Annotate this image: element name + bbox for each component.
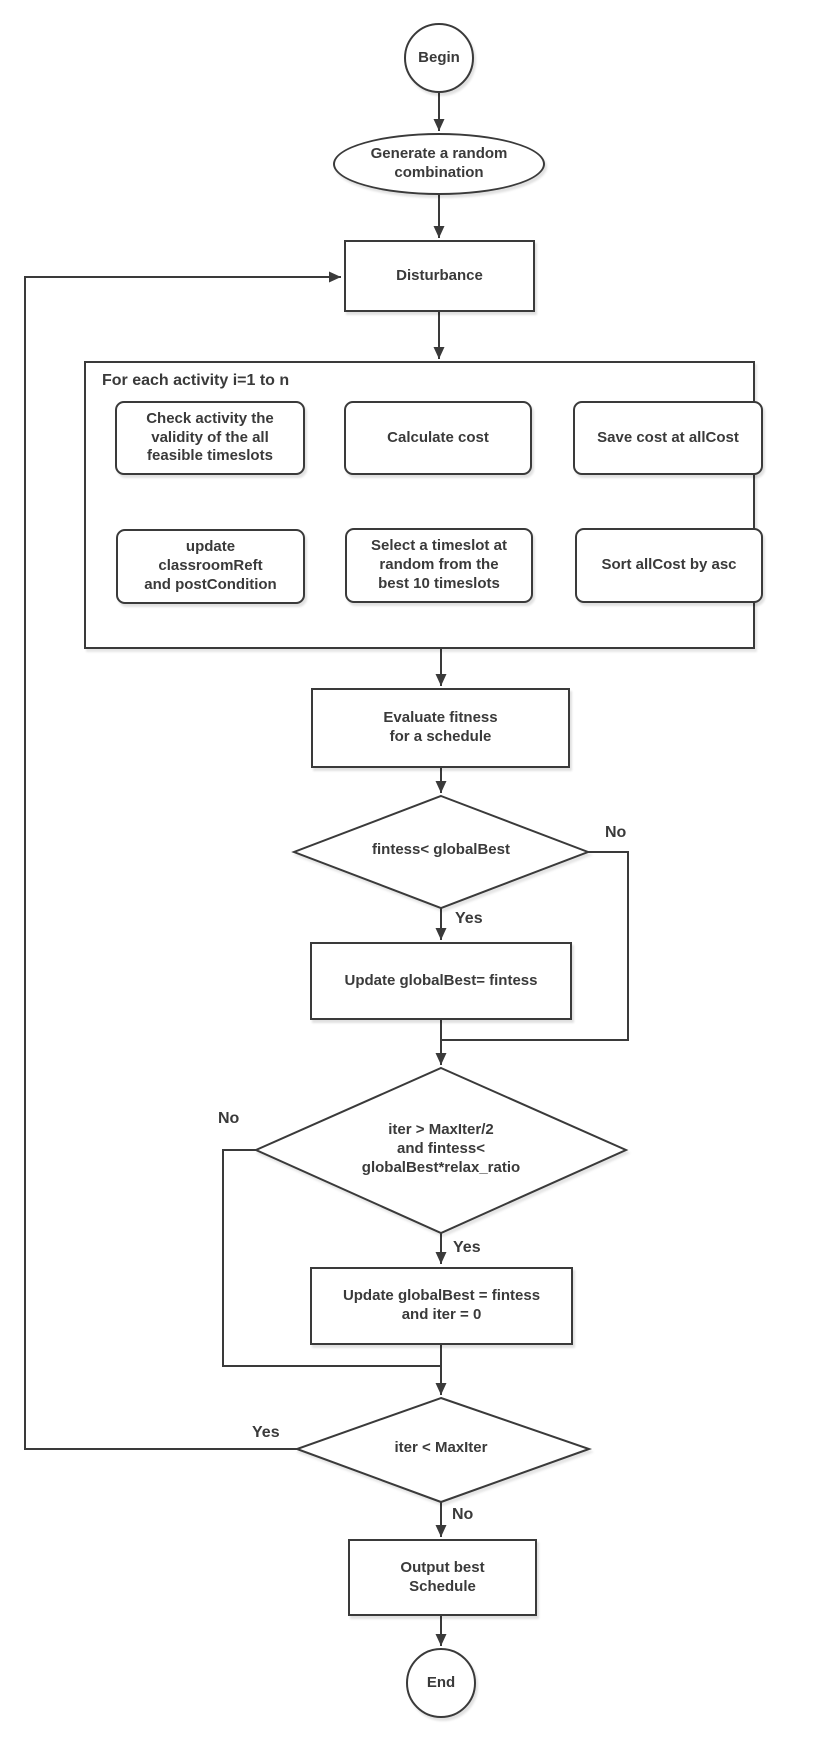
- check-validity-node: Check activity the validity of the all f…: [115, 401, 305, 475]
- fitness-yes-label: Yes: [455, 910, 483, 927]
- update-classroom-node: update classroomReft and postCondition: [116, 529, 305, 604]
- relax-decision-diamond: [253, 1066, 629, 1235]
- relax-yes-label: Yes: [453, 1239, 481, 1256]
- connector-fitnesscheck-no: [442, 851, 629, 1041]
- evaluate-fitness-node: Evaluate fitness for a schedule: [311, 688, 570, 768]
- connector-itercheck-yes-loop: [24, 271, 341, 1450]
- fitness-no-label: No: [605, 824, 627, 841]
- select-timeslot-node: Select a timeslot at random from the bes…: [345, 528, 533, 603]
- disturbance-node: Disturbance: [344, 240, 535, 312]
- relax-no-label: No: [218, 1110, 240, 1127]
- update-globalbest-node: Update globalBest= fintess: [310, 942, 572, 1020]
- sort-allcost-node: Sort allCost by asc: [575, 528, 763, 603]
- calculate-cost-node: Calculate cost: [344, 401, 532, 475]
- fitness-decision-diamond: [291, 794, 591, 910]
- generate-random-combination-node: Generate a random combination: [333, 133, 545, 195]
- output-best-schedule-node: Output best Schedule: [348, 1539, 537, 1616]
- iter-decision-diamond: [294, 1396, 593, 1504]
- relax-decision-label: iter > MaxIter/2 and fintess< globalBest…: [361, 1121, 521, 1176]
- save-cost-node: Save cost at allCost: [573, 401, 763, 475]
- iter-decision-label: iter < MaxIter: [394, 1439, 488, 1456]
- fitness-decision-label: fintess< globalBest: [372, 841, 510, 858]
- for-each-activity-label: For each activity i=1 to n: [102, 372, 290, 389]
- end-terminator: End: [406, 1648, 476, 1718]
- iter-yes-label: Yes: [252, 1424, 280, 1441]
- begin-terminator: Begin: [404, 23, 474, 93]
- update-globalbest-iter-node: Update globalBest = fintess and iter = 0: [310, 1267, 573, 1345]
- iter-no-label: No: [452, 1506, 474, 1523]
